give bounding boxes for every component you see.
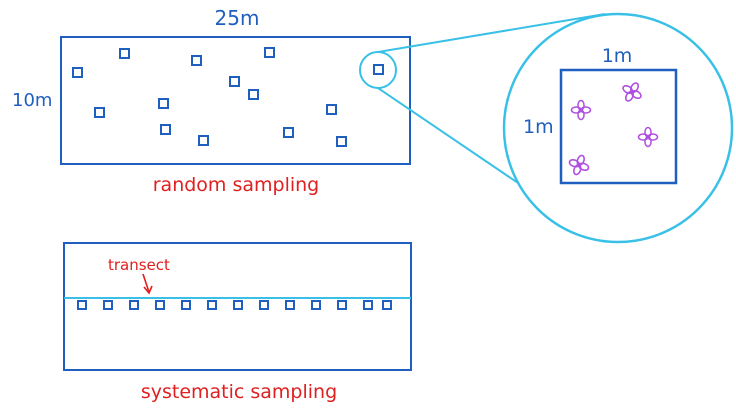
systematic-quadrats [77,300,392,310]
quadrat [363,300,373,310]
quadrat [259,300,269,310]
quadrat [264,47,275,58]
quadrat [233,300,243,310]
quadrat [337,300,347,310]
quadrat [382,300,392,310]
quadrat [248,89,259,100]
quadrat [285,300,295,310]
quadrat [181,300,191,310]
systematic-caption: systematic sampling [141,381,337,403]
quadrat [94,107,105,118]
quadrat [311,300,321,310]
quadrat [77,300,87,310]
quadrat [119,48,130,59]
quadrat [158,98,169,109]
quadrat [336,136,347,147]
quadrat [283,127,294,138]
quadrat [326,104,337,115]
quadrat [129,300,139,310]
quadrat [72,67,83,78]
field-height-label: 10m [12,90,52,111]
systematic-field [63,242,412,371]
zoom-highlight: 1m 1m [359,12,734,244]
quadrat [191,55,202,66]
zoom-width-label: 1m [602,45,633,67]
random-sampling-panel: 25m 10m random sampling [12,6,411,196]
quadrat [373,64,384,75]
quadrat [229,76,240,87]
quadrat [160,124,171,135]
zoom-height-label: 1m [523,116,554,138]
quadrat [103,300,113,310]
systematic-sampling-panel: transect systematic sampling [63,242,412,403]
transect-arrow [142,273,150,293]
random-quadrats [72,47,384,147]
random-field [60,36,411,165]
quadrat [207,300,217,310]
random-caption: random sampling [153,174,320,196]
transect-arrowhead [143,285,153,295]
quadrat [155,300,165,310]
zoom-quadrat [559,68,678,185]
zoom-line-top [377,13,606,53]
highlight-circle [359,51,397,89]
field-width-label: 25m [215,6,260,30]
quadrat [198,135,209,146]
transect-label: transect [108,256,170,274]
